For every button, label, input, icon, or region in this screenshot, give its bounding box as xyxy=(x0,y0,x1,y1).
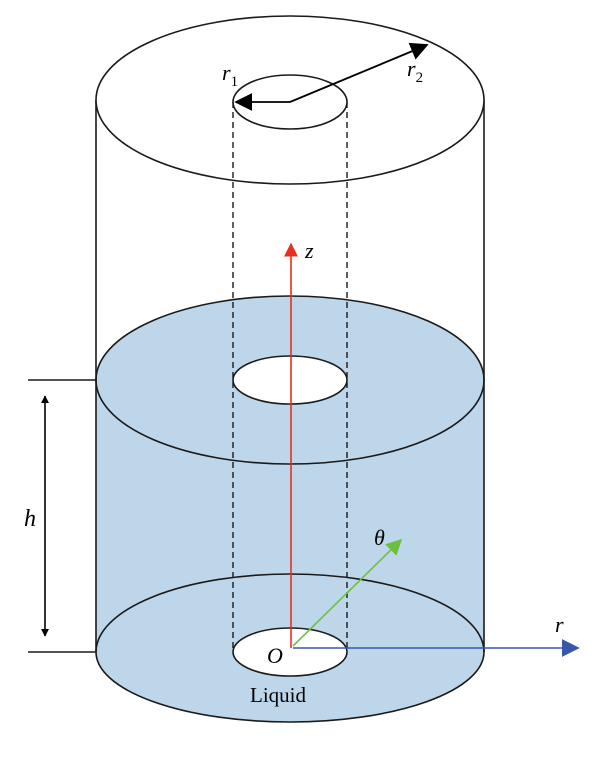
r-axis-label: r xyxy=(555,612,564,637)
r2-label: r2 xyxy=(407,56,423,86)
r1-label: r1 xyxy=(222,60,238,90)
bottom-ellipse-front xyxy=(95,651,485,723)
liquid-label: Liquid xyxy=(250,683,306,707)
origin-label: O xyxy=(267,643,283,668)
theta-axis xyxy=(292,538,403,647)
inner-hole-bottom xyxy=(232,627,348,677)
inner-hole-surface xyxy=(232,355,348,405)
r2-arrow xyxy=(289,42,429,103)
bottom-ellipse-back xyxy=(95,573,485,653)
theta-label: θ xyxy=(374,525,385,550)
h-label: h xyxy=(24,506,36,532)
z-axis-label: z xyxy=(304,238,314,263)
